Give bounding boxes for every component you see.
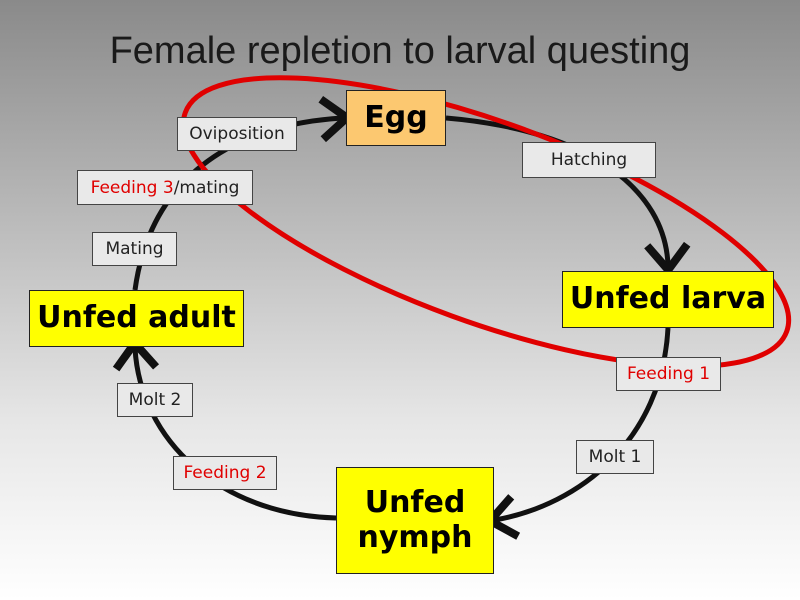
label-oviposition: Oviposition — [177, 117, 297, 151]
stage-egg: Egg — [346, 90, 446, 146]
label-mating: Mating — [92, 232, 177, 266]
stage-unfed-larva: Unfed larva — [562, 271, 774, 328]
stage-adult-label: Unfed adult — [37, 300, 236, 336]
slide-title: Female repletion to larval questing — [109, 30, 691, 72]
label-feeding-3-mating: Feeding 3/mating — [77, 170, 253, 205]
stage-egg-label: Egg — [364, 99, 428, 135]
label-molt-1: Molt 1 — [576, 440, 654, 474]
stage-nymph-label-line2: nymph — [357, 519, 473, 555]
label-mating-suffix: /mating — [173, 177, 240, 198]
stage-larva-label: Unfed larva — [569, 281, 767, 317]
cycle-path-nymph-to-adult — [112, 336, 337, 521]
label-feeding-2: Feeding 2 — [173, 456, 277, 490]
highlight-ellipse — [180, 75, 792, 369]
label-hatching: Hatching — [522, 142, 656, 178]
label-molt-2: Molt 2 — [117, 383, 193, 417]
label-feeding-1: Feeding 1 — [616, 357, 721, 391]
stage-nymph-label-line1: Unfed — [364, 485, 466, 520]
label-feeding-3-text: Feeding 3 — [90, 177, 174, 198]
stage-unfed-nymph: Unfed nymph — [336, 467, 494, 574]
stage-unfed-adult: Unfed adult — [29, 290, 244, 347]
